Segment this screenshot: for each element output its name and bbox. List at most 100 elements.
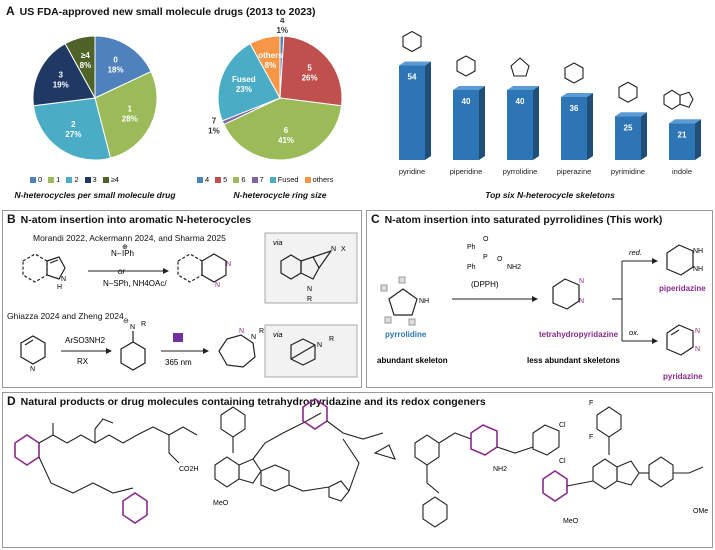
legend-swatch: [66, 177, 73, 184]
svg-text:IPh: IPh: [122, 249, 134, 258]
svg-text:N: N: [130, 324, 135, 331]
indole-structure: [22, 253, 66, 283]
svg-text:(DPPH): (DPPH): [471, 280, 499, 289]
molecule-2: [214, 398, 396, 502]
bar-value-3: 36: [570, 104, 579, 113]
svg-text:N: N: [251, 334, 256, 341]
svg-text:N: N: [215, 282, 220, 289]
pie-slice-1-2: [32, 97, 112, 161]
svg-text:ArSO3NH2: ArSO3NH2: [65, 336, 106, 345]
pie-slice-1-1: [94, 70, 158, 159]
tetrahydropyridazine-structure: [552, 278, 580, 310]
pie-label-1-0: 0: [113, 56, 118, 65]
legend-swatch: [197, 177, 203, 184]
svg-text:N: N: [579, 298, 584, 305]
pie-pct-1-2: 27%: [65, 130, 81, 139]
panel-b-schemes: H N N– IPh ⊕ or N–SPh, NH4OAc/ N N via N…: [20, 232, 358, 378]
skeleton-structure-4: [618, 81, 638, 103]
svg-text:via: via: [273, 238, 283, 247]
pie-label-2-4: Fused: [232, 75, 256, 84]
svg-text:Ph: Ph: [467, 244, 476, 251]
pie-pct-1-1: 28%: [122, 114, 138, 123]
svg-text:CO2H: CO2H: [179, 466, 198, 473]
svg-text:Cl: Cl: [559, 422, 566, 429]
legend-swatch: [84, 177, 91, 184]
pie-2-caption: N-heterocycle ring size: [233, 190, 327, 200]
svg-text:N: N: [331, 246, 336, 253]
pie-slice-1-3: [32, 42, 96, 107]
legend-item-1-1: 1: [48, 175, 60, 184]
svg-text:H: H: [57, 284, 62, 291]
pie-chart-1: 018%128%227%319%≥48%: [32, 35, 158, 161]
bar-0: [399, 65, 425, 160]
pie-pct-2-3: 1%: [208, 127, 220, 136]
legend-swatch: [48, 177, 55, 184]
pie-label-2-2: 6: [284, 126, 289, 135]
pie-pct-1-0: 18%: [108, 66, 124, 75]
svg-text:N: N: [239, 328, 244, 335]
bar-side-0: [425, 61, 431, 160]
azepine-structure: [218, 334, 256, 368]
product-structure: [177, 253, 227, 283]
svg-text:less abundant skeletons: less abundant skeletons: [527, 356, 620, 365]
bar-top-3: [561, 93, 593, 97]
bar-chart: 54pyridine40piperidine40pyrrolidine36pip…: [399, 30, 701, 176]
svg-text:X: X: [341, 246, 346, 253]
legend-swatch: [251, 177, 258, 184]
bar-top-5: [669, 119, 701, 124]
panel-c-scheme: NH pyrrolidine abundant skeleton Ph Ph P…: [377, 236, 706, 381]
bar-top-0: [399, 61, 431, 66]
pie-pct-2-4: 23%: [236, 85, 252, 94]
svg-text:NH2: NH2: [507, 264, 521, 271]
svg-text:F: F: [589, 400, 593, 407]
svg-text:ox.: ox.: [629, 328, 639, 337]
svg-text:RX: RX: [77, 357, 89, 366]
pie-label-2-1: 5: [307, 63, 312, 72]
svg-text:via: via: [273, 330, 283, 339]
bar-value-4: 25: [624, 123, 633, 132]
svg-text:MeO: MeO: [213, 500, 229, 507]
svg-text:N–SPh, NH4OAc/: N–SPh, NH4OAc/: [103, 279, 167, 288]
bar-category-3: piperazine: [557, 167, 592, 176]
pie-label-1-3: 3: [59, 71, 64, 80]
svg-text:N: N: [695, 346, 700, 353]
legend-item-1-3: 3: [84, 175, 97, 184]
legend-item-1-4: ≥4: [102, 175, 119, 184]
legend-item-2-5: others: [304, 175, 333, 184]
pie-slice-1-0: [94, 35, 152, 99]
pie-pct-2-2: 41%: [278, 136, 294, 145]
bar-5: [669, 123, 695, 160]
svg-text:abundant skeleton: abundant skeleton: [377, 356, 448, 365]
svg-text:O: O: [483, 236, 489, 243]
pie-label-2-0: 4: [280, 18, 285, 25]
svg-text:R: R: [329, 336, 334, 343]
pie-1-caption: N-heterocycles per small molecule drug: [14, 190, 176, 200]
legend-swatch: [215, 177, 222, 184]
bar-category-5: indole: [672, 167, 692, 176]
bar-side-5: [695, 119, 701, 160]
panel-b-ref2: Ghiazza 2024 and Zheng 2024: [7, 311, 124, 321]
svg-text:NH: NH: [693, 266, 703, 273]
bar-side-2: [533, 86, 539, 160]
skeleton-structure-2: [510, 57, 530, 77]
svg-text:Cl: Cl: [559, 458, 566, 465]
svg-text:N: N: [317, 342, 322, 349]
svg-text:R: R: [259, 328, 264, 335]
molecule-3: [414, 424, 560, 528]
bar-value-0: 54: [408, 73, 417, 82]
bar-value-5: 21: [678, 130, 687, 139]
legend-swatch: [30, 177, 36, 184]
panel-b-ref1: Morandi 2022, Ackermann 2024, and Sharma…: [33, 233, 226, 243]
svg-text:NH: NH: [693, 248, 703, 255]
pie-pct-2-1: 26%: [302, 73, 318, 82]
svg-text:⊖: ⊖: [123, 318, 129, 325]
svg-text:NH2: NH2: [493, 466, 507, 473]
pie-slice-2-5: [249, 35, 281, 99]
bar-top-4: [615, 112, 647, 117]
legend-item-2-4: Fused: [269, 175, 299, 184]
legend-swatch: [304, 177, 311, 184]
